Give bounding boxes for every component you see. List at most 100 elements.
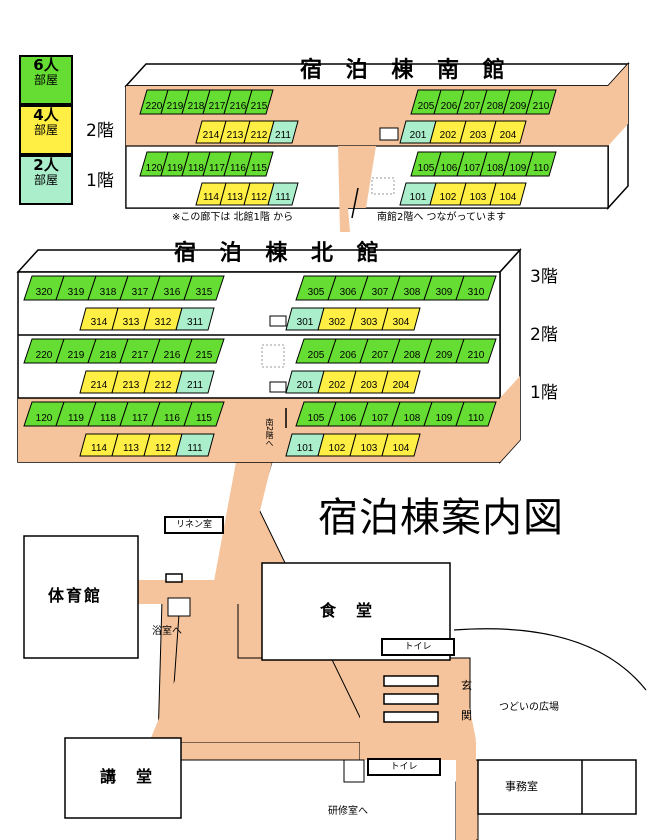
north-3f-306-label: 306: [340, 287, 357, 298]
south-2f-220-label: 220: [146, 101, 163, 112]
south-floor1-label: 1階: [86, 171, 114, 191]
south-2f-205-label: 205: [418, 101, 435, 112]
north-floor3-label: 3階: [530, 267, 558, 287]
south-2f-219-label: 219: [167, 101, 184, 112]
south-2f-207-label: 207: [464, 101, 481, 112]
north-1f-107-label: 107: [372, 413, 389, 424]
south-2f-211: [267, 120, 299, 144]
north-1f-102-label: 102: [329, 443, 346, 454]
north-3f-304-label: 304: [393, 317, 410, 328]
north-3f-308-label: 308: [404, 287, 421, 298]
north-1f-116-label: 116: [164, 413, 180, 424]
connector-corridor: [338, 146, 376, 232]
north-2f-217-label: 217: [132, 350, 149, 361]
south-title: 宿 泊 棟 南 館: [300, 58, 513, 83]
north-2f-212-label: 212: [155, 380, 172, 391]
north-2f-205-label: 205: [308, 350, 325, 361]
corridor-gym: [138, 580, 262, 604]
south-2f-218-label: 218: [188, 101, 205, 112]
north-2f-208-label: 208: [404, 350, 421, 361]
plaza-arc: [453, 628, 647, 691]
north-2f-211: [175, 370, 215, 394]
north-3f-313-label: 313: [123, 317, 140, 328]
north-3f-318-label: 318: [100, 287, 117, 298]
north-stair-top: [269, 315, 287, 327]
linen-room: リネン室: [164, 516, 224, 534]
north-1f-110-label: 110: [468, 413, 484, 424]
north-2f-210: [455, 338, 497, 364]
south-2f-213-label: 213: [227, 130, 244, 141]
south-f2-band-side: [608, 64, 628, 146]
south-2f-215: [244, 89, 274, 115]
north-stair-mid: [261, 344, 285, 368]
north-2f-209-label: 209: [436, 350, 453, 361]
south-1f-110: [525, 151, 557, 177]
south-2f-212-label: 212: [251, 130, 268, 141]
north-1f-108-label: 108: [404, 413, 421, 424]
south-1f-118-label: 118: [188, 163, 204, 174]
south-1f-104-label: 104: [500, 192, 517, 203]
south-1f-109-label: 109: [510, 163, 527, 174]
north-1f-118-label: 118: [100, 413, 116, 424]
map-title: 宿泊棟案内図: [318, 495, 564, 541]
north-3f-302-label: 302: [329, 317, 346, 328]
north-1f-106-label: 106: [340, 413, 357, 424]
legend-two-cap: 2人: [33, 156, 59, 174]
south-2f-209-label: 209: [510, 101, 527, 112]
south-1f-117-label: 117: [209, 163, 225, 174]
north-1f-105-label: 105: [308, 413, 325, 424]
south-2f-202-label: 202: [440, 130, 457, 141]
south-1f-112-label: 112: [251, 192, 267, 203]
toilet-2: トイレ: [367, 758, 441, 776]
north-3f-311-label: 311: [187, 317, 203, 328]
north-3f-312-label: 312: [155, 317, 172, 328]
north-2f-206-label: 206: [340, 350, 357, 361]
south-2f-217-label: 217: [209, 101, 226, 112]
south-note-left: ※この廊下は 北館1階 から: [172, 212, 294, 223]
south-1f-116-label: 116: [230, 163, 246, 174]
north-2f-211-label: 211: [187, 380, 203, 391]
north-3f-310-label: 310: [468, 287, 485, 298]
office-building: [477, 759, 637, 815]
south-2f-203-label: 203: [470, 130, 487, 141]
north-1f-110: [455, 401, 497, 427]
entrance-1: 玄: [461, 679, 472, 692]
north-1f-104: [381, 433, 421, 457]
gym-label: 体育館: [48, 586, 103, 605]
north-1f-115-label: 115: [196, 413, 212, 424]
north-3f-303-label: 303: [361, 317, 378, 328]
south-stair-top: [379, 127, 399, 141]
south-floor2-label: 2階: [86, 121, 114, 141]
connector-arrow: [351, 187, 359, 219]
south-2f-210: [525, 89, 557, 115]
south-note-right: 南館2階へ つながっています: [377, 212, 507, 223]
entrance-step-3: [383, 711, 439, 723]
legend-two-sub: 部屋: [33, 173, 58, 188]
south-stair-bottom: [371, 177, 395, 195]
north-2f-219-label: 219: [68, 350, 85, 361]
south-2f-204-label: 204: [500, 130, 517, 141]
north-1f-111: [175, 433, 215, 457]
north-1f-115: [183, 401, 225, 427]
south-1f-115-label: 115: [251, 163, 267, 174]
north-1f-119-label: 119: [68, 413, 84, 424]
north-3f-309-label: 309: [436, 287, 453, 298]
bath-label: 浴室へ: [152, 626, 182, 637]
south-1f-105-label: 105: [418, 163, 435, 174]
south-2f-206-label: 206: [441, 101, 458, 112]
north-2f-220-label: 220: [36, 350, 53, 361]
north-3f-317-label: 317: [132, 287, 149, 298]
north-3f-316-label: 316: [164, 287, 181, 298]
north-1f-103-label: 103: [361, 443, 378, 454]
north-floor2-label: 2階: [530, 325, 558, 345]
south-1f-115: [244, 151, 274, 177]
south-2f-214-label: 214: [203, 130, 220, 141]
south-1f-101-label: 101: [410, 192, 427, 203]
north-stair-low: [269, 381, 287, 393]
training-label: 研修室へ: [328, 806, 368, 817]
south-1f-114-label: 114: [203, 192, 219, 203]
north-1f-120-label: 120: [36, 413, 53, 424]
south-1f-111: [267, 182, 299, 206]
gym-building: [23, 535, 139, 659]
north-3f-301-label: 301: [297, 317, 314, 328]
